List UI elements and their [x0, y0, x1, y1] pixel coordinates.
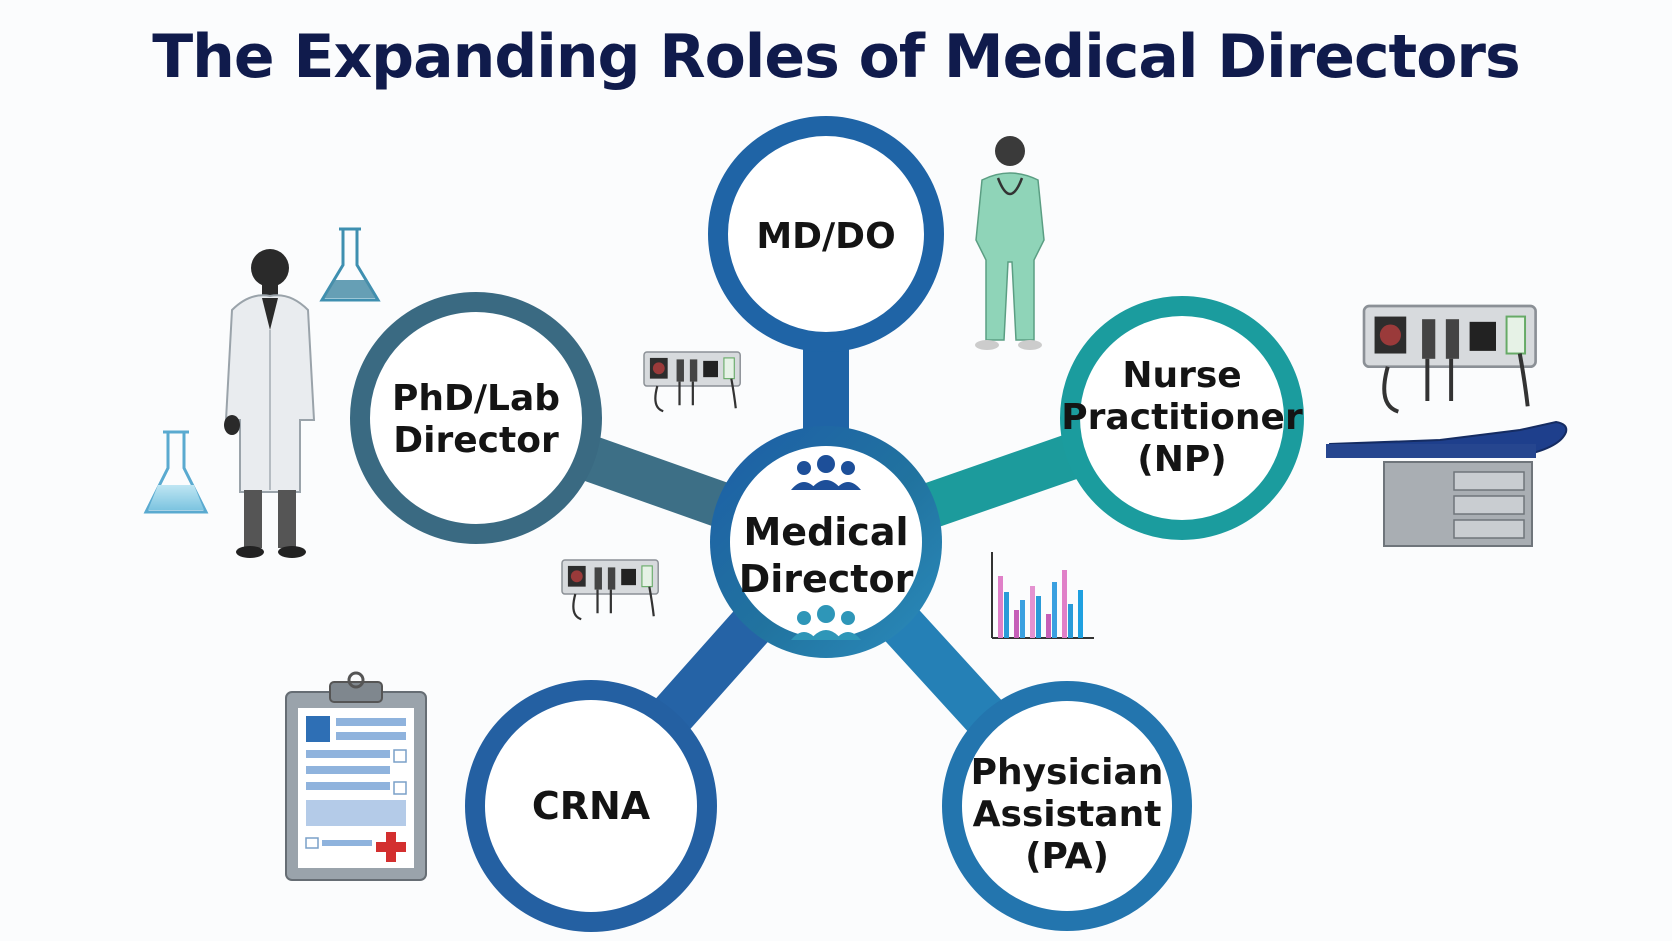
clipboard-icon [285, 671, 427, 881]
center-label-line-2: Director [739, 557, 914, 601]
role-node-physician-assistant: Physician Assistant (PA) [942, 681, 1192, 931]
center-node-medical-director: Medical Director [710, 426, 942, 658]
role-label-line: PhD/Lab [392, 378, 560, 419]
role-label-line: (PA) [1025, 836, 1109, 877]
wall-diagnostic-station-icon [1362, 304, 1537, 414]
lab-scientist-illustration [224, 249, 316, 558]
role-label-line: Practitioner [1061, 397, 1303, 438]
role-label-line: Physician [971, 752, 1164, 793]
role-label-line: CRNA [532, 784, 651, 828]
role-ring-nurse-practitioner [1060, 296, 1304, 540]
role-label-line: MD/DO [756, 216, 895, 257]
bar-chart-icon [991, 552, 1094, 639]
role-node-nurse-practitioner: Nurse Practitioner (NP) [1060, 296, 1304, 540]
role-ring-md-do [708, 116, 944, 352]
wall-diagnostic-station-icon [643, 351, 741, 413]
role-ring-physician-assistant [942, 681, 1192, 931]
exam-table-illustration [1326, 420, 1568, 547]
role-label-line: Assistant [973, 794, 1162, 835]
page-title: The Expanding Roles of Medical Directors [152, 22, 1520, 92]
center-label-line-1: Medical [743, 510, 908, 554]
erlenmeyer-flask-icon [319, 227, 381, 302]
group-people-icon [791, 455, 861, 490]
erlenmeyer-flask-icon [143, 430, 209, 514]
group-people-icon [791, 605, 861, 640]
role-ring-phd-lab-director [350, 292, 602, 544]
role-ring-crna [465, 680, 717, 932]
role-node-crna: CRNA [465, 680, 717, 932]
nurse-in-scrubs-illustration [975, 136, 1045, 350]
wall-diagnostic-station-icon [561, 559, 659, 621]
role-node-md-do: MD/DO [708, 116, 944, 352]
role-node-phd-lab-director: PhD/Lab Director [350, 292, 602, 544]
role-label-line: Director [393, 420, 559, 461]
role-label-line: Nurse [1122, 355, 1241, 396]
role-label-line: (NP) [1137, 439, 1226, 480]
